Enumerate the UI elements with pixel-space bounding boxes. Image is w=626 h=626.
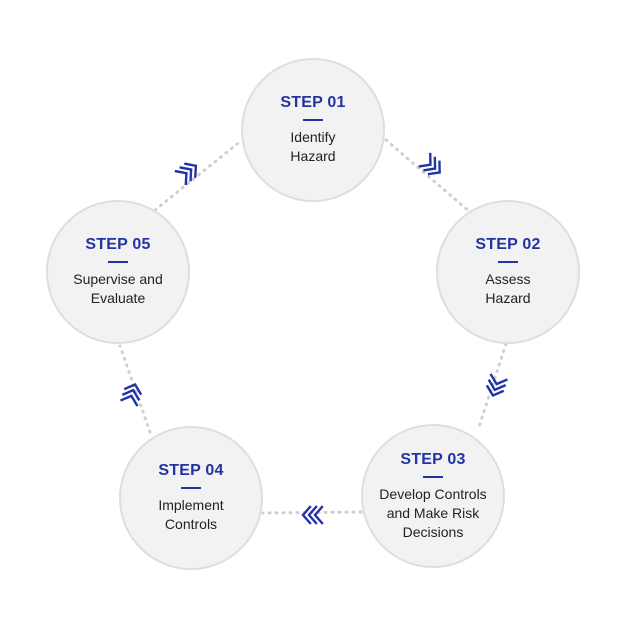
connector-line-05-01 [153, 138, 244, 212]
step-05-title: STEP 05 [85, 236, 151, 253]
step-05-circle: STEP 05 Supervise and Evaluate [46, 200, 190, 344]
step-03-divider [423, 475, 443, 478]
triple-chevron-arrow-icon [301, 505, 324, 525]
step-02-divider [498, 261, 518, 263]
step-01-divider [303, 119, 323, 121]
step-04-label-line: Controls [164, 516, 218, 532]
step-03-label: Develop Controls and Make Risk Decisions [371, 485, 494, 542]
step-03-label-line: and Make Risk [386, 504, 480, 521]
step-01-title: STEP 01 [280, 94, 346, 111]
step-01-label-line: Hazard [290, 148, 336, 164]
step-02-label-line: Hazard [485, 290, 531, 306]
step-05-label-line: Supervise and [73, 271, 163, 287]
step-02-label-line: Assess [485, 271, 531, 287]
step-01-circle: STEP 01 Identify Hazard [241, 58, 385, 202]
step-03-label-line: Develop Controls [379, 485, 487, 502]
step-03-label-line: Decisions [402, 523, 464, 540]
step-01-label: Identify Hazard [282, 128, 343, 166]
triple-chevron-arrow-icon [418, 152, 441, 176]
step-04-circle: STEP 04 Implement Controls [119, 426, 263, 570]
step-05-divider [108, 261, 128, 263]
connector-line-04-05 [118, 344, 152, 434]
triple-chevron-arrow-icon [174, 162, 198, 186]
triple-chevron-arrow-icon [120, 382, 143, 407]
step-02-circle: STEP 02 Assess Hazard [436, 200, 580, 344]
connector-line-02-03 [476, 342, 508, 432]
triple-chevron-arrow-icon [485, 373, 508, 398]
step-03-circle: STEP 03 Develop Controls and Make Risk D… [361, 424, 505, 568]
step-04-label: Implement Controls [150, 496, 231, 534]
step-05-label-line: Evaluate [90, 290, 146, 306]
step-03-title: STEP 03 [400, 450, 466, 468]
connector-line-01-02 [384, 138, 472, 214]
step-04-divider [181, 487, 201, 489]
step-04-title: STEP 04 [158, 462, 224, 479]
step-01-label-line: Identify [290, 129, 336, 145]
step-02-label: Assess Hazard [477, 270, 538, 308]
step-02-title: STEP 02 [475, 236, 541, 253]
step-04-label-line: Implement [158, 497, 224, 513]
step-05-label: Supervise and Evaluate [65, 270, 171, 308]
